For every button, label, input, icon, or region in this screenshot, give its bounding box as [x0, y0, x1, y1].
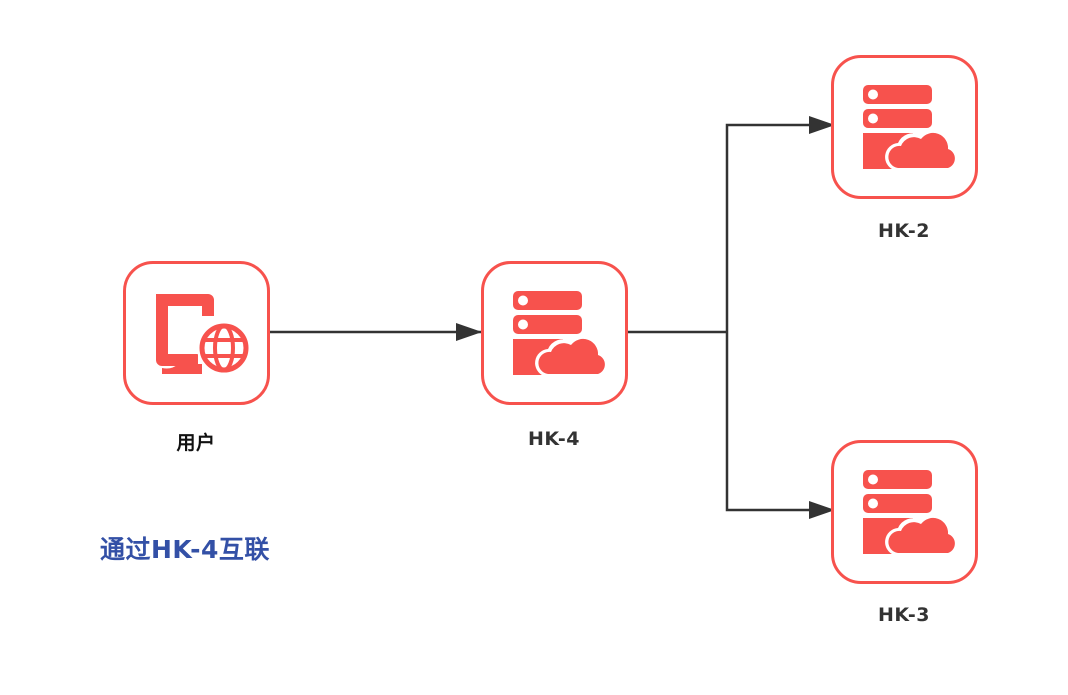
- node-user[interactable]: [123, 261, 270, 405]
- cloud-server-icon: [513, 291, 609, 376]
- node-hk3-label: HK-3: [877, 604, 931, 626]
- node-hk2-label: HK-2: [877, 220, 931, 242]
- node-hk4[interactable]: [481, 261, 628, 405]
- node-hk2[interactable]: [831, 55, 978, 199]
- node-hk4-label: HK-4: [527, 428, 581, 450]
- edge-hk4-to-hk3: [725, 332, 835, 519]
- diagram-caption: 通过HK-4互联: [100, 535, 270, 564]
- cloud-server-icon: [863, 470, 959, 555]
- cloud-server-icon: [863, 85, 959, 170]
- node-user-label: 用户: [176, 432, 216, 454]
- desktop-globe-icon: [156, 294, 251, 375]
- edge-hk4-to-hk2: [725, 116, 835, 332]
- node-hk3[interactable]: [831, 440, 978, 584]
